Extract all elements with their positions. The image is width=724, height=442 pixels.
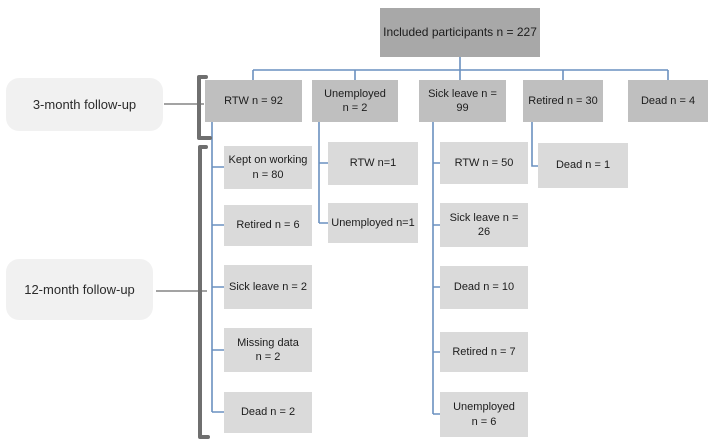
node-sick-leave-12m-rtw: Sick leave n = 2: [224, 265, 312, 309]
node-retired-3m: Retired n = 30: [523, 80, 603, 122]
three-month-bracket: [197, 75, 212, 140]
node-unemployed-12m-unemployed: Unemployed n=1: [328, 203, 418, 243]
node-unemployed-12m-sick: Unemployed n = 6: [440, 392, 528, 437]
retired-column-connector: [531, 122, 538, 167]
node-missing-data-12m-rtw: Missing data n = 2: [224, 328, 312, 372]
phase-label-3-month: 3-month follow-up: [6, 78, 163, 131]
node-unemployed-3m: Unemployed n = 2: [312, 80, 398, 122]
twelve-month-bracket: [198, 145, 210, 439]
rtw-column-connector: [211, 122, 224, 413]
phase-label-12-month: 12-month follow-up: [6, 259, 153, 320]
node-dead-12m-retired: Dead n = 1: [538, 143, 628, 188]
node-sick-leave-3m: Sick leave n = 99: [419, 80, 506, 122]
node-rtw-12m-unemployed: RTW n=1: [328, 142, 418, 185]
sick-leave-column-connector: [432, 122, 440, 415]
node-rtw-3m: RTW n = 92: [205, 80, 302, 122]
node-included-participants: Included participants n = 227: [380, 8, 540, 57]
node-retired-12m-rtw: Retired n = 6: [224, 205, 312, 246]
node-dead-12m-rtw: Dead n = 2: [224, 392, 312, 433]
node-sick-leave-12m-sick: Sick leave n = 26: [440, 203, 528, 247]
node-dead-12m-sick: Dead n = 10: [440, 266, 528, 309]
top-tree-connector: [252, 57, 669, 80]
unemployed-column-connector: [318, 122, 328, 224]
node-dead-3m: Dead n = 4: [628, 80, 708, 122]
node-retired-12m-sick: Retired n = 7: [440, 332, 528, 372]
node-kept-on-working-12m: Kept on working n = 80: [224, 146, 312, 189]
node-rtw-12m-sick: RTW n = 50: [440, 142, 528, 184]
